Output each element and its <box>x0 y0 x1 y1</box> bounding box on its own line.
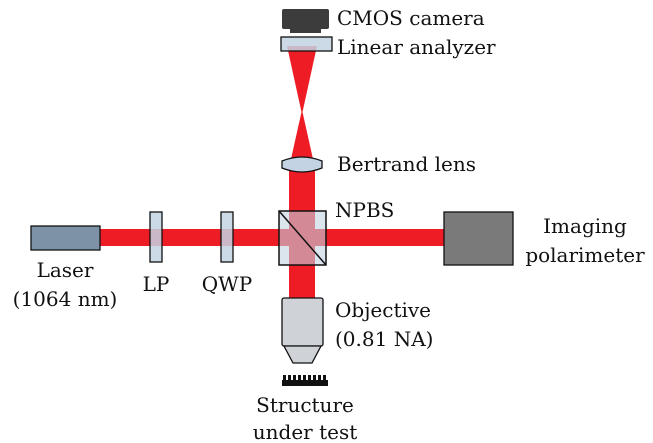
imaging-polarimeter-label-line1: Imaging <box>543 214 627 238</box>
imaging-polarimeter-label-line2: polarimeter <box>525 243 645 267</box>
imaging-polarimeter-body <box>443 211 514 266</box>
laser-label-line1: Laser <box>37 258 94 282</box>
linear-analyzer <box>280 36 333 52</box>
linear-polarizer <box>149 211 163 263</box>
laser-body <box>30 225 101 251</box>
bertrand-lens <box>281 156 323 173</box>
npbs-label: NPBS <box>335 198 394 222</box>
qwp-label: QWP <box>202 272 252 296</box>
horizontal-beam <box>100 229 444 246</box>
linear-analyzer-label: Linear analyzer <box>337 35 496 59</box>
lp-label: LP <box>143 272 170 296</box>
converging-beam <box>289 112 315 168</box>
diverging-beam <box>287 46 317 112</box>
cmos-camera <box>282 9 329 33</box>
cmos-camera-label: CMOS camera <box>337 6 485 30</box>
structure-label-line2: under test <box>253 420 358 443</box>
structure-label-line1: Structure <box>256 393 354 417</box>
objective-lens <box>281 297 324 364</box>
structure-under-test <box>282 375 328 386</box>
laser-label-line2: (1064 nm) <box>13 287 118 311</box>
bertrand-lens-label: Bertrand lens <box>337 152 476 176</box>
objective-label-line2: (0.81 NA) <box>335 327 433 351</box>
quarter-wave-plate <box>220 211 234 263</box>
objective-label-line1: Objective <box>335 298 431 322</box>
npbs-cube <box>278 210 327 266</box>
